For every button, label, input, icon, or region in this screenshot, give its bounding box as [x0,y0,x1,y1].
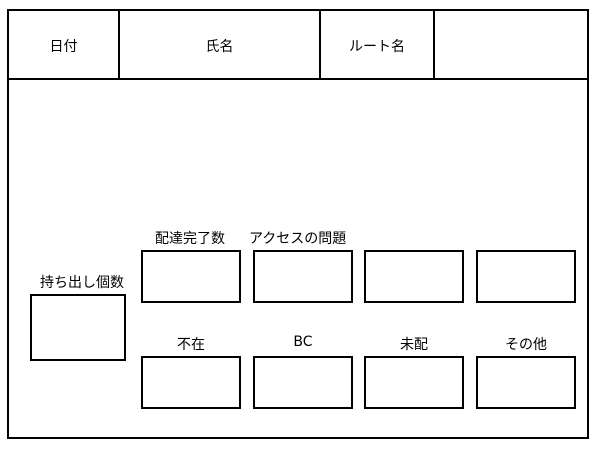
date-label: 日付 [49,39,78,55]
header-row: 日付 氏名 ルート名 [9,11,587,80]
bc-box[interactable] [253,356,353,409]
undelivered-label: 未配 [400,337,428,353]
col3-box[interactable] [364,250,464,303]
access-issue-label: アクセスの問題 [249,231,347,247]
header-cell-date: 日付 [9,11,120,80]
delivered-label: 配達完了数 [155,231,225,247]
other-label: その他 [505,337,547,353]
col4-box[interactable] [476,250,576,303]
undelivered-box[interactable] [364,356,464,409]
bc-label: BC [293,334,313,350]
route-label: ルート名 [349,39,405,55]
report-form: 日付 氏名 ルート名 持ち出し個数 配達完了数 アクセスの問題 不在 BC 未配… [7,9,589,439]
header-cell-route: ルート名 [321,11,435,80]
carried-out-box[interactable] [30,294,126,361]
other-box[interactable] [476,356,576,409]
absent-label: 不在 [177,337,205,353]
header-cell-extra[interactable] [435,11,587,80]
header-cell-name: 氏名 [120,11,321,80]
delivered-box[interactable] [141,250,241,303]
carried-out-label: 持ち出し個数 [40,275,124,291]
access-issue-box[interactable] [253,250,353,303]
absent-box[interactable] [141,356,241,409]
name-label: 氏名 [205,39,234,55]
